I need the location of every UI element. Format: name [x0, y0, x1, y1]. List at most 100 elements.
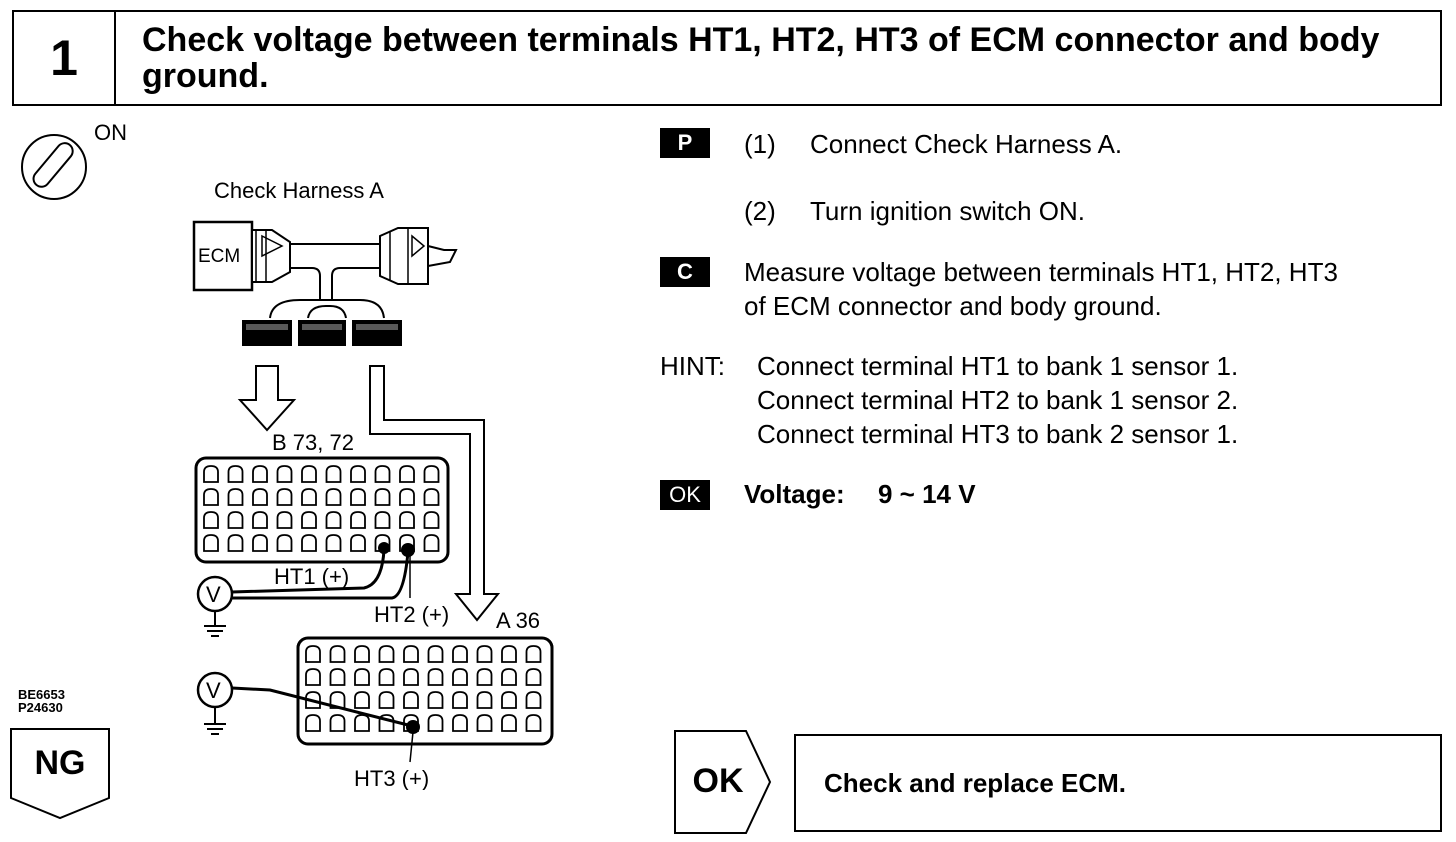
connector-a-pin: [403, 668, 419, 686]
figure-id: BE6653 P24630: [18, 688, 65, 714]
connector-a-pin: [329, 645, 346, 663]
connector-a-pin: [525, 645, 542, 663]
connector-a-pin: [354, 714, 370, 732]
connector-a-pin: [354, 668, 370, 686]
connector-a-pin: [501, 668, 517, 686]
connector-b-pin: [374, 465, 391, 483]
connector-b-pin: [276, 465, 293, 483]
connector-a-pin: [501, 691, 517, 709]
connector-a-pin: [476, 691, 493, 709]
connector-a-pin: [378, 668, 395, 686]
connector-b-pin: [325, 511, 342, 529]
measure-line-2: of ECM connector and body ground.: [744, 291, 1162, 321]
connector-b-pin: [203, 534, 219, 552]
harness-connector-3: [352, 320, 402, 346]
connector-b-pin: [399, 511, 415, 529]
connector-b-pin: [374, 511, 391, 529]
connector-b-pin: [350, 465, 366, 483]
connector-a-pin: [501, 714, 517, 732]
connector-b-pin: [423, 488, 440, 506]
ecm-label: ECM: [198, 246, 240, 267]
connector-b-pin: [399, 465, 415, 483]
connector-a-pin: [452, 714, 468, 732]
connector-a-pin: [403, 645, 419, 663]
connector-a-pin: [452, 691, 468, 709]
connector-b-pin: [325, 534, 342, 552]
connector-a-pin: [354, 691, 370, 709]
connector-b-pin: [227, 534, 244, 552]
connector-a-pin: [329, 714, 346, 732]
connector-b-pin: [203, 488, 219, 506]
step-header: 1 Check voltage between terminals HT1, H…: [12, 10, 1442, 106]
harness-label: Check Harness A: [214, 178, 384, 203]
ht3-lead: [231, 686, 413, 728]
wiring-diagram: ON Check Harness A ECM: [21, 120, 554, 690]
connector-b-pin: [423, 511, 440, 529]
connector-a-pin: [476, 714, 493, 732]
step-title: Check voltage between terminals HT1, HT2…: [142, 21, 1380, 95]
connector-b-pin: [227, 488, 244, 506]
connector-a-lower: [296, 640, 554, 746]
step-2-number: (2): [744, 196, 776, 226]
arrow-to-connector-b: [237, 365, 297, 432]
hint-line-1: Connect terminal HT1 to bank 1 sensor 1.: [757, 351, 1239, 381]
connector-a-pin: [476, 668, 493, 686]
voltmeter-2: V: [196, 671, 234, 735]
connector-b-pin: [203, 511, 219, 529]
connector-a-pin: [329, 668, 346, 686]
connector-a-pin: [427, 668, 444, 686]
harness-connector-1: [242, 320, 292, 346]
figure-id-1: BE6653: [18, 687, 65, 702]
connector-b-pin: [301, 465, 317, 483]
voltmeter-1: V: [196, 575, 234, 637]
connector-a-pin: [427, 645, 444, 663]
step-1-text: Connect Check Harness A.: [810, 129, 1123, 159]
connector-b-label: B 73, 72: [272, 430, 354, 455]
ecm-unit: ECM: [192, 220, 291, 292]
ok-action-box: Check and replace ECM.: [794, 734, 1442, 832]
ht3-label: HT3 (+): [354, 766, 429, 790]
connector-a-pin: [525, 714, 542, 732]
ng-result: NG: [10, 728, 110, 820]
connector-b-pin: [276, 511, 293, 529]
spec-label: Voltage:: [744, 479, 845, 509]
connector-b-pin: [276, 534, 293, 552]
connector-b-pin: [301, 488, 317, 506]
connector-b-pin: [252, 534, 268, 552]
connector-b-pin: [252, 465, 268, 483]
connector-a-pin: [427, 691, 444, 709]
ok-action-text: Check and replace ECM.: [824, 767, 1126, 798]
measure-line-1: Measure voltage between terminals HT1, H…: [744, 257, 1338, 287]
connector-a-pin: [403, 691, 419, 709]
ng-label: NG: [34, 744, 86, 782]
connector-b-pin: [350, 534, 366, 552]
ht1-lead: [231, 549, 386, 594]
connector-a-pin: [305, 645, 321, 663]
hint-label: HINT:: [660, 351, 725, 381]
step-2-text: Turn ignition switch ON.: [810, 196, 1086, 226]
connector-a-pin: [525, 691, 542, 709]
ignition-on-label: ON: [94, 120, 127, 145]
connector-a-pin: [329, 691, 346, 709]
connector-a-pin: [378, 691, 395, 709]
connector-b-pin: [301, 534, 317, 552]
connector-a-label: A 36: [496, 608, 540, 633]
harness-cable: [269, 227, 458, 319]
ht2-lead: [232, 551, 410, 600]
tag-ok: OK: [660, 480, 710, 510]
connector-a-pin: [476, 645, 493, 663]
tag-c: C: [660, 257, 710, 287]
connector-b-pin: [301, 511, 317, 529]
hint-line-2: Connect terminal HT2 to bank 1 sensor 2.: [757, 385, 1239, 415]
connector-b-pin: [350, 488, 366, 506]
connector-b-pin: [227, 465, 244, 483]
connector-a-pin: [501, 645, 517, 663]
wiring-diagram-lower: V HT3 (+): [196, 640, 554, 790]
connector-a-pin: [354, 645, 370, 663]
tag-p: P: [660, 128, 710, 158]
connector-b-pin: [325, 488, 342, 506]
connector-b-pin: [325, 465, 342, 483]
connector-b-pin: [350, 511, 366, 529]
figure-id-2: P24630: [18, 700, 63, 715]
connector-a-pin: [525, 668, 542, 686]
